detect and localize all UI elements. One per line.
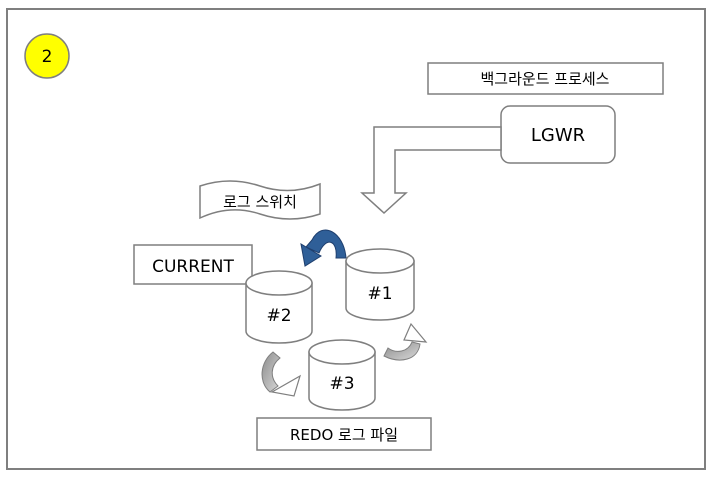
lgwr-label: LGWR [531,125,585,146]
lgwr-write-arrow [360,126,502,215]
step-badge-number: 2 [42,47,53,67]
redo-file-3: #3 [308,339,376,411]
cycle-arrow-2-to-3 [261,351,302,397]
background-process-label: 백그라운드 프로세스 [481,70,610,88]
redo-caption-label: REDO 로그 파일 [290,426,398,444]
redo-file-2: #2 [245,270,313,344]
lgwr-process-box: LGWR [500,105,616,164]
log-switch-arrow [300,229,347,267]
step-badge: 2 [24,33,70,79]
log-switch-label: 로그 스위치 [223,193,297,211]
cycle-arrow-3-to-1 [383,322,428,361]
background-process-box: 백그라운드 프로세스 [427,62,664,95]
log-switch-banner: 로그 스위치 [199,180,321,220]
redo-file-1: #1 [345,248,415,321]
redo-file-3-label: #3 [329,374,354,394]
current-label: CURRENT [152,257,234,277]
redo-file-1-label: #1 [367,284,392,304]
redo-file-2-label: #2 [266,306,291,326]
current-box: CURRENT [133,244,253,285]
redo-caption-box: REDO 로그 파일 [256,417,432,451]
